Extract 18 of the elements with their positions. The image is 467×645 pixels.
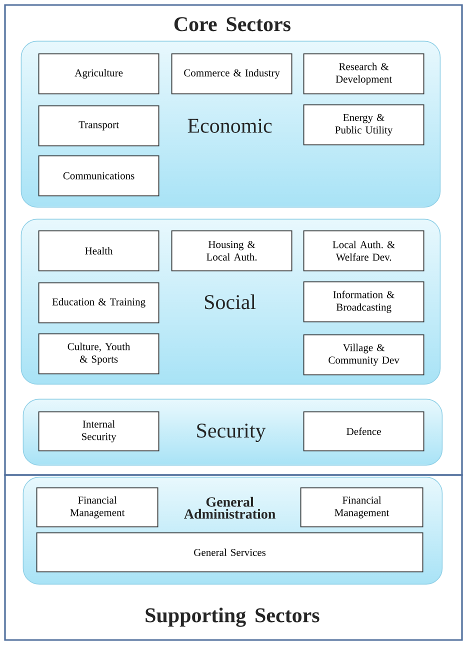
sector-box: Defence xyxy=(303,411,424,452)
sector-box: Internal Security xyxy=(38,411,160,452)
sector-box: General Services xyxy=(36,532,424,572)
sector-box: Education & Training xyxy=(38,282,160,324)
sector-box: Agriculture xyxy=(38,53,160,94)
sector-box: Village & Community Dev xyxy=(303,334,424,376)
sector-box: Communications xyxy=(38,155,160,196)
sector-box: Financial Management xyxy=(300,487,424,528)
sector-box: Research & Development xyxy=(303,53,424,94)
sector-box: Housing & Local Auth. xyxy=(171,230,292,272)
sector-box: Energy & Public Utility xyxy=(303,104,424,146)
sector-box: Financial Management xyxy=(36,487,158,528)
sector-box: Culture, Youth & Sports xyxy=(38,333,160,374)
sector-box: Local Auth. & Welfare Dev. xyxy=(303,230,424,272)
sector-box: Information & Broadcasting xyxy=(303,281,424,322)
sector-box: Transport xyxy=(38,105,160,146)
sector-box: Health xyxy=(38,230,160,272)
sector-box: Commerce & Industry xyxy=(171,53,292,94)
